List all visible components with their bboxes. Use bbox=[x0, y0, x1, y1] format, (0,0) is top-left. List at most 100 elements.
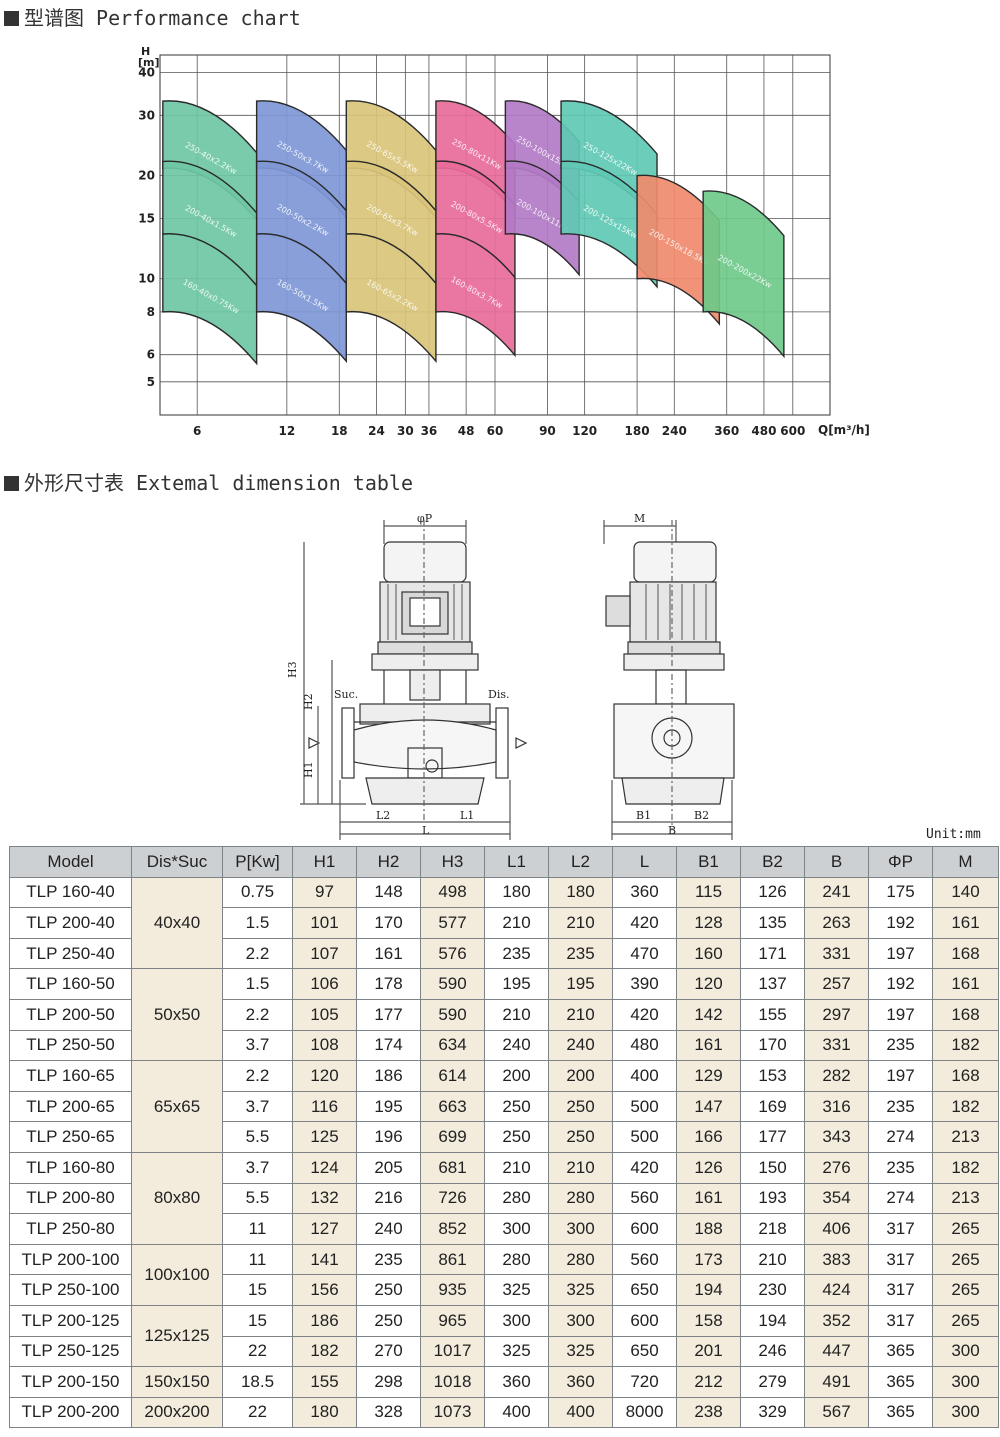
value-cell: 161 bbox=[676, 1029, 741, 1062]
dis-suc-cell: 40x40 bbox=[131, 876, 223, 970]
value-cell: 171 bbox=[740, 937, 805, 970]
value-cell: 126 bbox=[740, 876, 805, 909]
value-cell: 186 bbox=[292, 1304, 357, 1337]
value-cell: 174 bbox=[356, 1029, 421, 1062]
model-cell: TLP 250-100 bbox=[9, 1274, 132, 1306]
model-cell: TLP 160-65 bbox=[9, 1060, 132, 1092]
value-cell: 343 bbox=[804, 1121, 869, 1153]
value-cell: 250 bbox=[548, 1121, 613, 1153]
value-cell: 325 bbox=[548, 1274, 613, 1306]
label-suction: Suc. bbox=[334, 688, 358, 701]
value-cell: 201 bbox=[676, 1335, 741, 1368]
square-bullet-icon bbox=[4, 476, 19, 491]
value-cell: 250 bbox=[356, 1274, 421, 1306]
x-tick-label: 24 bbox=[368, 424, 385, 438]
value-cell: 246 bbox=[740, 1335, 805, 1368]
value-cell: 156 bbox=[292, 1274, 357, 1306]
value-cell: 300 bbox=[932, 1335, 999, 1368]
value-cell: 406 bbox=[804, 1213, 869, 1245]
x-tick-label: 120 bbox=[572, 424, 597, 438]
value-cell: 300 bbox=[548, 1213, 613, 1245]
dis-suc-cell: 65x65 bbox=[131, 1060, 223, 1153]
value-cell: 447 bbox=[804, 1335, 869, 1368]
value-cell: 170 bbox=[356, 907, 421, 939]
value-cell: 300 bbox=[932, 1366, 999, 1398]
y-tick-label: 15 bbox=[138, 211, 155, 225]
model-cell: TLP 200-150 bbox=[9, 1366, 132, 1398]
value-cell: 212 bbox=[676, 1366, 741, 1398]
value-cell: 210 bbox=[548, 998, 613, 1031]
dim-b2: B2 bbox=[694, 809, 709, 822]
value-cell: 274 bbox=[868, 1121, 933, 1153]
y-tick-label: 40 bbox=[138, 66, 155, 80]
value-cell: 265 bbox=[932, 1274, 999, 1306]
column-header: L bbox=[612, 846, 677, 878]
value-cell: 166 bbox=[676, 1121, 741, 1153]
section-title-dimension: 外形尺寸表 Extemal dimension table bbox=[4, 467, 413, 496]
value-cell: 257 bbox=[804, 968, 869, 1000]
section-title-text: 外形尺寸表 Extemal dimension table bbox=[24, 471, 413, 495]
performance-chart: 250-40x2.2Kw200-40x1.5Kw160-40x0.75Kw250… bbox=[138, 45, 870, 438]
value-cell: 354 bbox=[804, 1182, 869, 1215]
dis-suc-cell: 100x100 bbox=[131, 1243, 223, 1306]
section-title-performance: 型谱图 Performance chart bbox=[4, 2, 301, 31]
dim-b: B bbox=[668, 824, 676, 837]
value-cell: 160 bbox=[676, 937, 741, 970]
value-cell: 235 bbox=[868, 1090, 933, 1123]
value-cell: 650 bbox=[612, 1274, 677, 1306]
value-cell: 965 bbox=[420, 1304, 485, 1337]
value-cell: 280 bbox=[548, 1243, 613, 1276]
value-cell: 852 bbox=[420, 1213, 485, 1245]
value-cell: 500 bbox=[612, 1121, 677, 1153]
value-cell: 699 bbox=[420, 1121, 485, 1153]
value-cell: 240 bbox=[484, 1029, 549, 1062]
value-cell: 137 bbox=[740, 968, 805, 1000]
value-cell: 400 bbox=[612, 1060, 677, 1092]
x-tick-label: 12 bbox=[278, 424, 295, 438]
dis-suc-cell: 50x50 bbox=[131, 968, 223, 1062]
value-cell: 400 bbox=[548, 1396, 613, 1429]
value-cell: 325 bbox=[484, 1274, 549, 1306]
column-header: B1 bbox=[676, 846, 741, 878]
value-cell: 195 bbox=[548, 968, 613, 1000]
value-cell: 196 bbox=[356, 1121, 421, 1153]
value-cell: 158 bbox=[676, 1304, 741, 1337]
y-tick-label: 5 bbox=[147, 375, 155, 389]
value-cell: 300 bbox=[484, 1304, 549, 1337]
model-cell: TLP 200-65 bbox=[9, 1090, 132, 1123]
value-cell: 218 bbox=[740, 1213, 805, 1245]
value-cell: 170 bbox=[740, 1029, 805, 1062]
value-cell: 279 bbox=[740, 1366, 805, 1398]
column-header: L1 bbox=[484, 846, 549, 878]
curve-region bbox=[162, 233, 258, 366]
value-cell: 329 bbox=[740, 1396, 805, 1429]
value-cell: 161 bbox=[932, 907, 999, 939]
value-cell: 590 bbox=[420, 998, 485, 1031]
column-header: L2 bbox=[548, 846, 613, 878]
value-cell: 3.7 bbox=[222, 1029, 293, 1062]
column-header: M bbox=[932, 846, 999, 878]
column-header: Model bbox=[9, 846, 132, 878]
value-cell: 177 bbox=[356, 998, 421, 1031]
value-cell: 250 bbox=[548, 1090, 613, 1123]
value-cell: 177 bbox=[740, 1121, 805, 1153]
value-cell: 173 bbox=[676, 1243, 741, 1276]
value-cell: 577 bbox=[420, 907, 485, 939]
dim-l2: L2 bbox=[376, 809, 390, 822]
value-cell: 120 bbox=[676, 968, 741, 1000]
value-cell: 650 bbox=[612, 1335, 677, 1368]
value-cell: 107 bbox=[292, 937, 357, 970]
value-cell: 135 bbox=[740, 907, 805, 939]
dimension-drawings: φP Suc. Dis. H3 H2 H1 bbox=[286, 512, 735, 840]
value-cell: 182 bbox=[932, 1090, 999, 1123]
curve-region bbox=[702, 190, 785, 359]
value-cell: 182 bbox=[932, 1029, 999, 1062]
curve-region bbox=[560, 160, 658, 289]
column-header: B bbox=[804, 846, 869, 878]
